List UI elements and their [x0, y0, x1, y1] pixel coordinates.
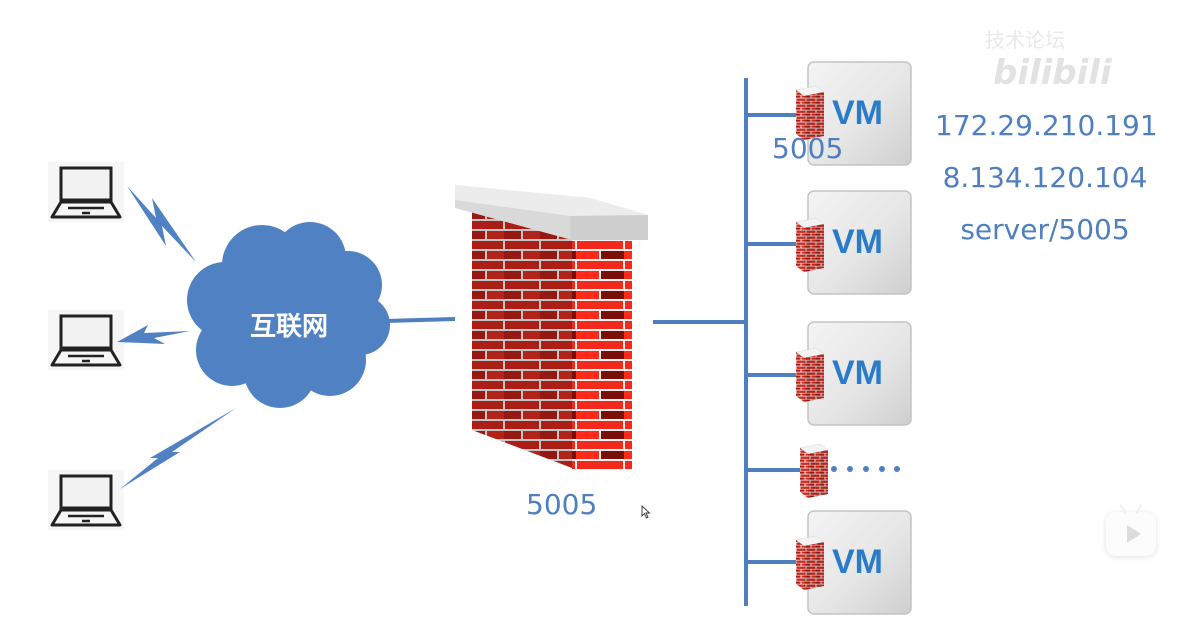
client-laptop-3: [46, 468, 126, 532]
vm-port-label: 5005: [772, 132, 844, 165]
wireless-lightning-icon: [127, 186, 196, 262]
firewall-port-label: 5005: [526, 488, 598, 521]
vm-firewall-icon: [795, 347, 825, 403]
client-laptop-1: [46, 160, 126, 224]
vm-firewall-icon: [795, 535, 825, 591]
mouse-cursor-icon: [641, 505, 651, 519]
vm-label: VM: [832, 223, 883, 261]
client-laptop-2: [46, 308, 126, 372]
bilibili-logo: bilibili: [993, 53, 1112, 93]
internet-cloud-icon: [187, 222, 390, 408]
tv-play-icon[interactable]: [1106, 512, 1156, 556]
public-ip-label: 8.134.120.104: [942, 161, 1148, 194]
server-address-annotations: 172.29.210.191 8.134.120.104 server/5005: [935, 100, 1158, 256]
vm-firewall-icon: [799, 443, 829, 499]
video-watermark: 技术论坛bilibili: [985, 24, 1177, 93]
vm-label: VM: [832, 543, 883, 581]
server-path-label: server/5005: [960, 213, 1130, 246]
vm-label: VM: [832, 354, 883, 392]
vm-label: VM: [832, 94, 883, 132]
brick-firewall-icon: [455, 185, 648, 470]
play-triangle-icon: [1127, 525, 1141, 543]
vm-firewall-icon: [795, 217, 825, 273]
more-vms-ellipsis: [831, 466, 900, 472]
link-cloud-firewall: [384, 317, 456, 323]
internet-label: 互联网: [250, 312, 329, 342]
wireless-lightning-icon: [117, 325, 190, 344]
watermark-text: 技术论坛: [985, 28, 1065, 52]
private-ip-label: 172.29.210.191: [935, 109, 1158, 142]
wireless-lightning-icon: [120, 408, 236, 489]
